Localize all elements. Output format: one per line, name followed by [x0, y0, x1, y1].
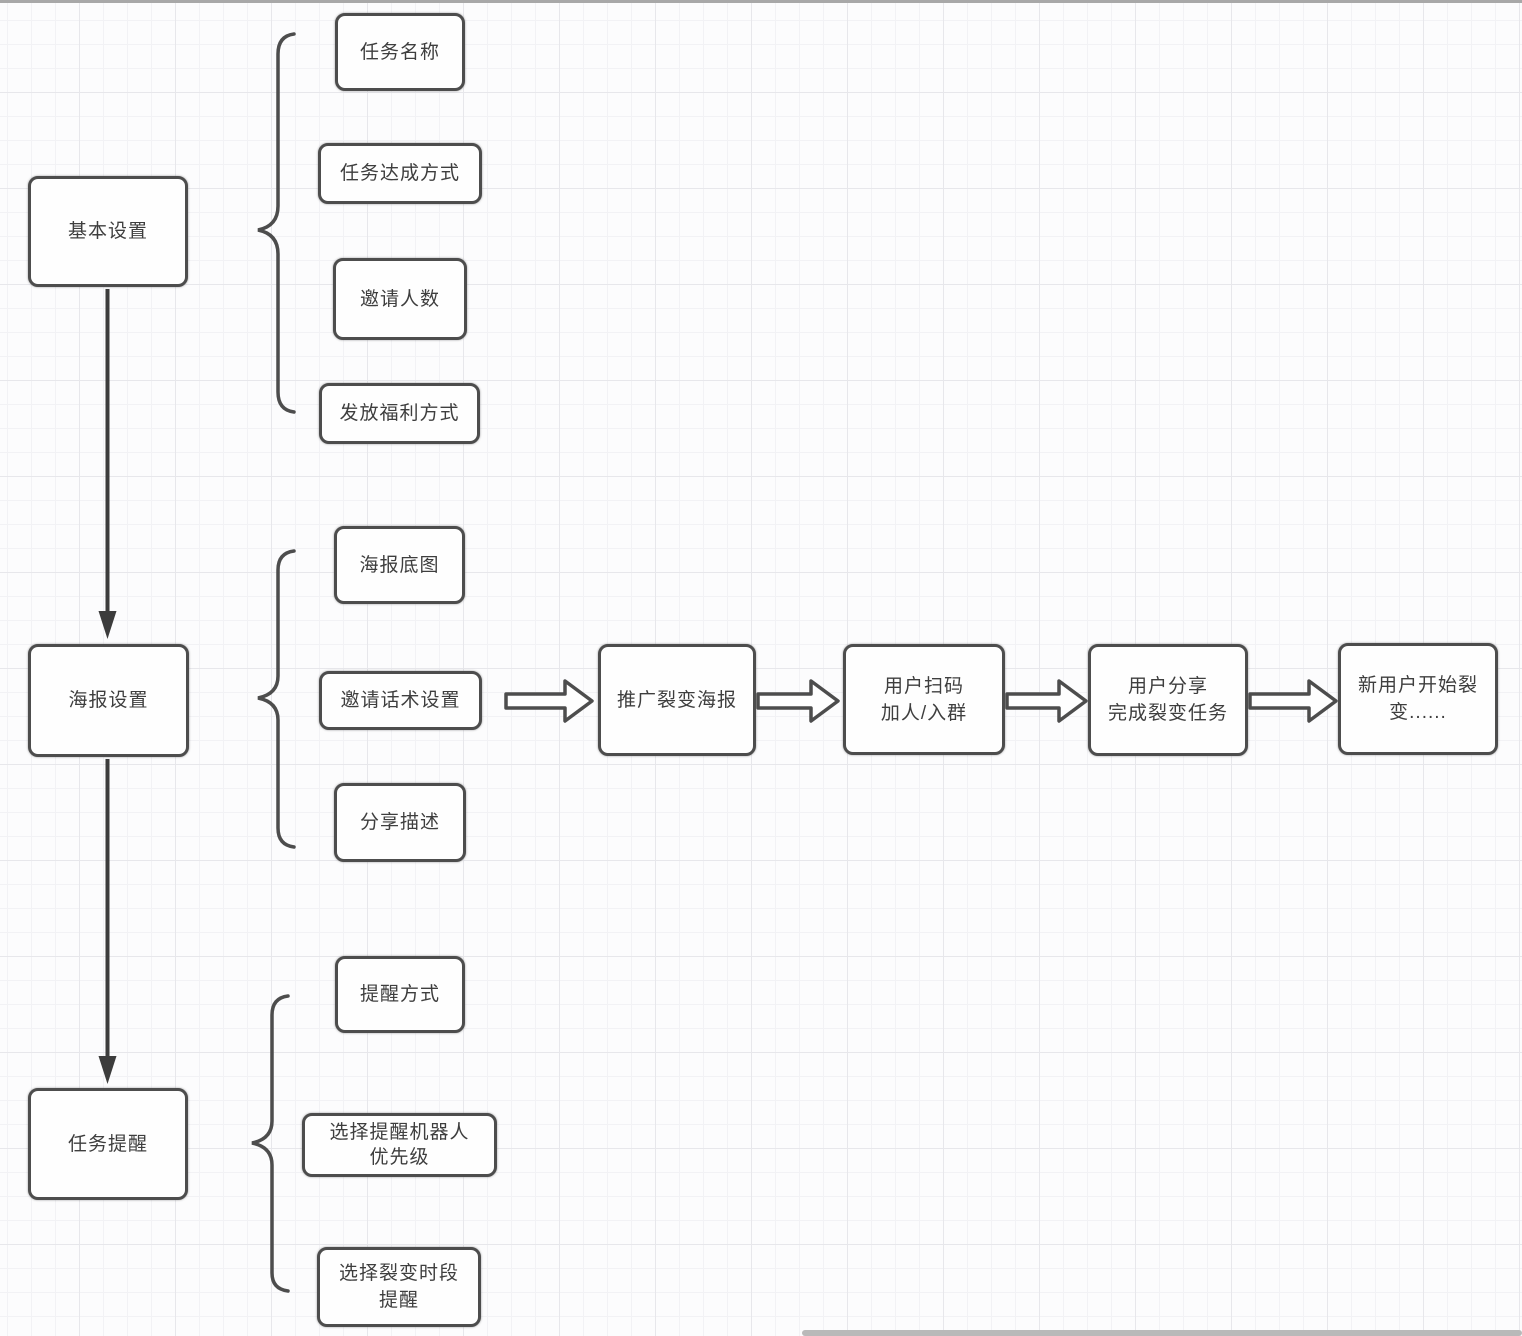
- arrow-poster-to-reminder: [98, 759, 117, 1084]
- node-share-description-label: 分享描述: [359, 812, 440, 833]
- node-task-completion-method-label: 任务达成方式: [339, 163, 460, 184]
- node-welfare-method-label: 发放福利方式: [339, 403, 460, 424]
- node-share-description: 分享描述: [334, 783, 466, 862]
- node-basic-settings: 基本设置: [28, 176, 188, 287]
- node-invite-count-label: 邀请人数: [359, 288, 440, 310]
- block-arrow-poster-to-scan: [756, 679, 840, 723]
- node-user-share-complete: 用户分享 完成裂变任务: [1088, 644, 1248, 756]
- node-task-completion-method: 任务达成方式: [318, 143, 482, 204]
- node-new-user-fission-line2: 变......: [1389, 702, 1447, 723]
- node-invite-count: 邀请人数: [333, 258, 467, 340]
- node-reminder-robot-priority-line1: 选择提醒机器人: [329, 1122, 470, 1143]
- block-arrow-share-to-newuser: [1248, 679, 1338, 723]
- top-border-bar: [0, 0, 1522, 3]
- node-invite-script-settings-label: 邀请话术设置: [340, 690, 461, 711]
- brace-poster-settings: [257, 549, 296, 849]
- node-welfare-method: 发放福利方式: [319, 383, 480, 444]
- node-poster-base-image-label: 海报底图: [359, 554, 440, 576]
- node-reminder-robot-priority-line2: 优先级: [369, 1147, 430, 1168]
- node-poster-settings-label: 海报设置: [68, 690, 149, 711]
- node-task-name: 任务名称: [335, 13, 465, 91]
- node-reminder-robot-priority: 选择提醒机器人 优先级: [302, 1113, 497, 1177]
- node-user-scan-join-line2: 加人/入群: [880, 702, 968, 724]
- node-poster-settings: 海报设置: [28, 644, 189, 757]
- node-user-scan-join-line1: 用户扫码: [883, 675, 964, 697]
- node-fission-time-reminder-line2: 提醒: [378, 1290, 419, 1311]
- block-arrow-scan-to-share: [1005, 679, 1088, 723]
- node-basic-settings-label: 基本设置: [67, 221, 148, 242]
- brace-basic-settings: [257, 32, 296, 414]
- node-invite-script-settings: 邀请话术设置: [319, 671, 482, 730]
- node-user-scan-join: 用户扫码 加人/入群: [843, 644, 1005, 755]
- node-user-share-complete-line2: 完成裂变任务: [1107, 703, 1228, 724]
- node-fission-time-reminder: 选择裂变时段 提醒: [317, 1247, 481, 1327]
- node-poster-base-image: 海报底图: [334, 526, 465, 604]
- brace-task-reminder: [251, 994, 290, 1293]
- block-arrow-script-to-poster: [504, 679, 594, 723]
- node-reminder-method-label: 提醒方式: [359, 984, 440, 1005]
- node-promo-fission-poster: 推广裂变海报: [598, 644, 756, 756]
- node-fission-time-reminder-line1: 选择裂变时段: [338, 1263, 459, 1284]
- node-reminder-method: 提醒方式: [335, 956, 465, 1033]
- node-task-reminder-label: 任务提醒: [67, 1133, 148, 1155]
- node-new-user-fission: 新用户开始裂 变......: [1338, 643, 1498, 755]
- node-user-share-complete-line1: 用户分享: [1127, 676, 1208, 697]
- node-task-reminder: 任务提醒: [28, 1088, 188, 1200]
- node-new-user-fission-line1: 新用户开始裂: [1357, 675, 1478, 696]
- horizontal-scrollbar-thumb[interactable]: [802, 1330, 1522, 1336]
- node-task-name-label: 任务名称: [359, 41, 440, 63]
- arrow-basic-to-poster: [98, 289, 117, 639]
- node-promo-fission-poster-label: 推广裂变海报: [616, 689, 737, 711]
